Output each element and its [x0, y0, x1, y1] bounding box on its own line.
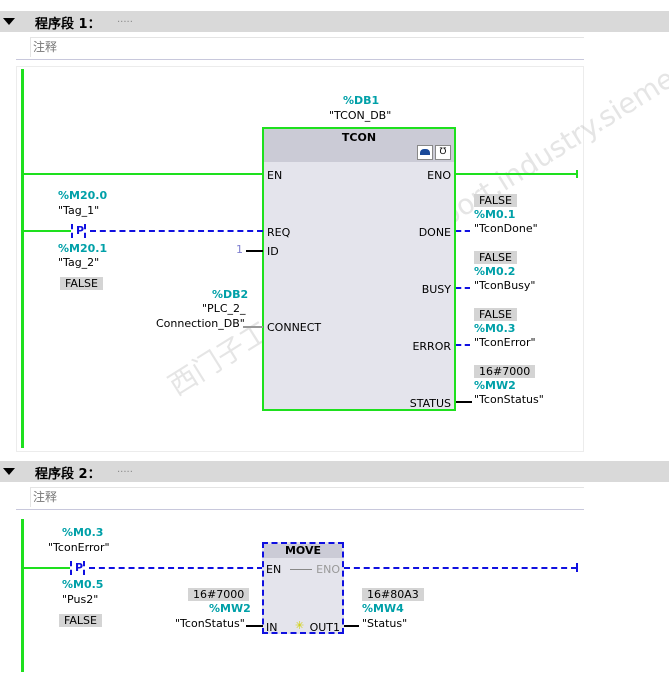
status-tag[interactable]: "TconStatus" — [474, 393, 544, 406]
pin-busy: BUSY — [421, 283, 451, 296]
rung-end — [576, 563, 578, 572]
out-addr: %MW4 — [362, 602, 404, 615]
edge-memory-name[interactable]: "Pus2" — [62, 593, 99, 606]
internal-wire — [290, 569, 312, 570]
rung-end — [576, 170, 578, 178]
edge-memory-addr: %M20.1 — [58, 242, 108, 255]
pin-done: DONE — [418, 226, 451, 239]
error-tag[interactable]: "TconError" — [474, 336, 536, 349]
network-comment[interactable]: 注释 — [30, 37, 584, 57]
divider — [16, 59, 584, 60]
pin-en: EN — [267, 169, 283, 182]
busy-wire — [456, 287, 470, 289]
pin-status: STATUS — [409, 397, 451, 410]
eno-wire — [455, 173, 577, 175]
network-comment[interactable]: 注释 — [30, 487, 584, 507]
pin-id: ID — [267, 245, 279, 258]
positive-edge-contact[interactable]: P — [70, 561, 87, 575]
en-wire — [89, 567, 263, 569]
network-1-area[interactable] — [16, 66, 584, 452]
in-wire — [246, 625, 263, 627]
contact-addr: %M0.3 — [62, 526, 104, 539]
config-icon[interactable] — [417, 145, 433, 160]
busy-addr: %M0.2 — [474, 265, 516, 278]
error-value: FALSE — [474, 308, 517, 321]
instance-db-addr: %DB1 — [343, 94, 380, 107]
add-output-star-icon[interactable]: ✳ — [295, 619, 305, 632]
network-title: 程序段 1： — [35, 17, 101, 32]
block-name: TCON — [341, 131, 377, 144]
pin-in: IN — [266, 621, 278, 634]
monitor-value: FALSE — [60, 277, 103, 290]
diagnostics-stethoscope-icon[interactable]: ℧ — [435, 145, 451, 160]
req-wire — [90, 230, 263, 232]
edge-memory-name[interactable]: "Tag_2" — [58, 256, 100, 269]
wire — [22, 567, 70, 569]
power-rail — [21, 519, 24, 672]
power-rail — [21, 69, 24, 448]
instance-db-name: "TCON_DB" — [329, 109, 392, 122]
busy-value: FALSE — [474, 251, 517, 264]
status-value: 16#7000 — [474, 365, 536, 378]
pin-en: EN — [266, 563, 282, 576]
move-block[interactable]: MOVE EN ENO IN ✳ OUT1 — [262, 542, 344, 634]
edge-memory-addr: %M0.5 — [62, 578, 104, 591]
eno-wire — [344, 567, 577, 569]
error-wire — [456, 344, 470, 346]
status-addr: %MW2 — [474, 379, 516, 392]
network-1-header[interactable]: 程序段 1： ..... — [0, 11, 669, 32]
done-addr: %M0.1 — [474, 208, 516, 221]
id-value[interactable]: 1 — [236, 243, 243, 256]
pin-connect: CONNECT — [267, 321, 322, 334]
out-tag[interactable]: "Status" — [362, 617, 408, 630]
error-addr: %M0.3 — [474, 322, 516, 335]
in-value: 16#7000 — [188, 588, 250, 601]
id-wire — [246, 250, 263, 252]
collapse-triangle-icon[interactable] — [3, 468, 15, 475]
pin-req: REQ — [267, 226, 291, 239]
network-name[interactable]: ..... — [117, 14, 133, 25]
out-value: 16#80A3 — [362, 588, 424, 601]
network-2-header[interactable]: 程序段 2： ..... — [0, 461, 669, 482]
done-tag[interactable]: "TconDone" — [474, 222, 538, 235]
divider — [16, 509, 584, 510]
pin-eno: ENO — [316, 563, 340, 576]
in-tag[interactable]: "TconStatus" — [175, 617, 245, 630]
collapse-triangle-icon[interactable] — [3, 18, 15, 25]
connect-addr: %DB2 — [212, 288, 249, 301]
network-title: 程序段 2： — [35, 467, 101, 482]
pin-out1: OUT1 — [309, 621, 340, 634]
pin-error: ERROR — [412, 340, 451, 353]
pin-eno: ENO — [427, 169, 451, 182]
monitor-value: FALSE — [59, 614, 102, 627]
busy-tag[interactable]: "TconBusy" — [474, 279, 536, 292]
out-wire — [344, 625, 359, 627]
done-value: FALSE — [474, 194, 517, 207]
connect-name-cont[interactable]: Connection_DB" — [156, 317, 245, 330]
tcon-block[interactable]: TCON ℧ EN REQ ID CONNECT ENO DONE BUSY E… — [262, 127, 456, 411]
done-wire — [456, 230, 470, 232]
contact-addr: %M20.0 — [58, 189, 108, 202]
status-wire — [456, 401, 472, 403]
contact-name[interactable]: "TconError" — [48, 541, 110, 554]
en-wire — [22, 173, 264, 175]
connect-name[interactable]: "PLC_2_ — [202, 302, 246, 315]
contact-name[interactable]: "Tag_1" — [58, 204, 100, 217]
in-addr: %MW2 — [209, 602, 251, 615]
network-name[interactable]: ..... — [117, 464, 133, 475]
block-name: MOVE — [284, 544, 322, 557]
connect-wire — [243, 326, 263, 328]
wire — [22, 230, 71, 232]
positive-edge-contact[interactable]: P — [71, 224, 88, 238]
